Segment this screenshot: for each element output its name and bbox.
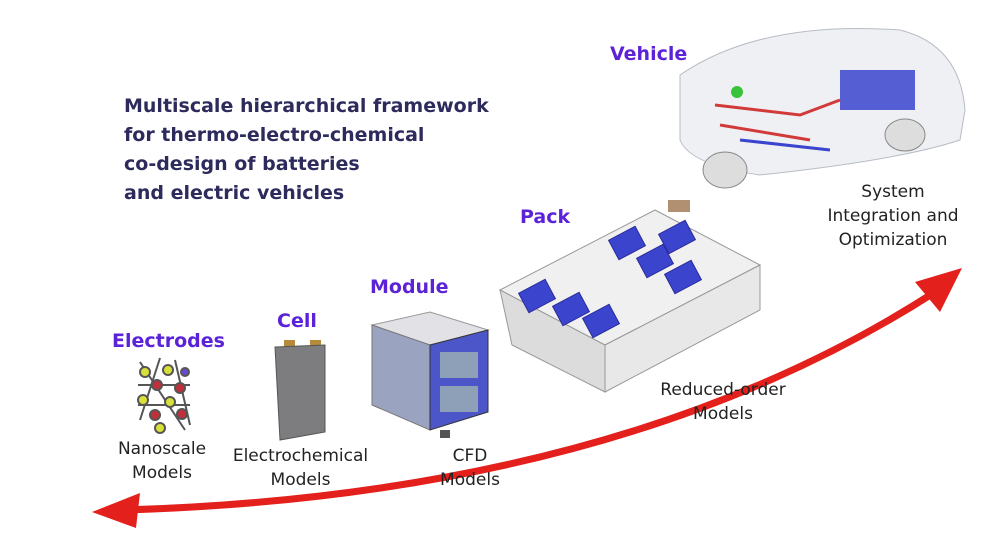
double-headed-arrow (92, 268, 962, 528)
electric-vehicle-image (679, 28, 966, 189)
electrochemical-models-label: Electrochemical Models (228, 444, 373, 492)
label-line: Electrochemical (232, 446, 369, 466)
reduced-order-models-label: Reduced-order Models (648, 378, 798, 426)
label-line: System (861, 182, 925, 202)
title-line: Multiscale hierarchical framework (124, 95, 489, 117)
nanoscale-models-label: Nanoscale Models (112, 437, 212, 485)
label-line: Reduced-order (660, 380, 786, 400)
label-line: CFD (452, 446, 488, 466)
label-line: Models (693, 404, 753, 424)
cfd-models-label: CFD Models (430, 444, 510, 492)
level-cell: Cell (277, 310, 317, 332)
framework-title: Multiscale hierarchical framework for th… (124, 92, 489, 208)
label-line: Models (270, 470, 331, 490)
level-vehicle: Vehicle (610, 43, 688, 65)
battery-cell-image (274, 340, 326, 441)
title-line: and electric vehicles (124, 182, 345, 204)
level-module: Module (370, 276, 449, 298)
battery-module-image (370, 311, 490, 438)
level-pack: Pack (520, 206, 571, 228)
system-integration-label: System Integration and Optimization (818, 180, 968, 252)
level-electrodes: Electrodes (112, 330, 225, 352)
label-line: Integration and (827, 206, 959, 226)
electrode-lattice-icon (137, 357, 191, 434)
label-line: Models (440, 470, 500, 490)
title-line: for thermo-electro-chemical (124, 124, 425, 146)
title-line: co-design of batteries (124, 153, 360, 175)
battery-pack-image (498, 200, 762, 393)
label-line: Optimization (838, 230, 948, 250)
label-line: Models (132, 463, 192, 483)
label-line: Nanoscale (117, 439, 207, 459)
